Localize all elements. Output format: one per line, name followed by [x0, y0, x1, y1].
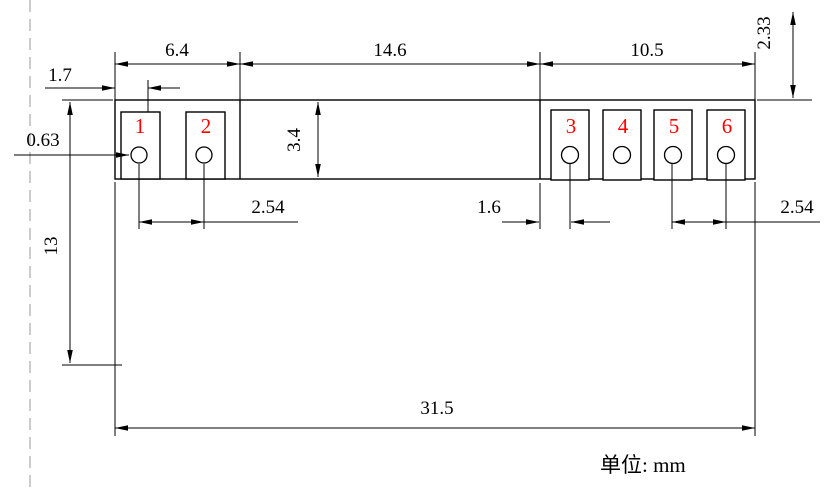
part-body — [114, 99, 756, 180]
pad-body — [185, 111, 226, 180]
dimension-value: 1.7 — [48, 65, 72, 86]
extension-lines — [62, 52, 812, 436]
dim-right-pad-pitch: 2.54 — [672, 197, 820, 225]
dim-middle-section-width: 14.6 — [240, 40, 540, 67]
part-outline — [114, 99, 756, 180]
pad-hole — [560, 145, 580, 165]
dim-right-edge-to-hole: 1.6 — [477, 197, 610, 225]
pad-number: 5 — [669, 114, 680, 138]
dim-body-height: 3.4 — [284, 102, 321, 177]
dim-left-pad-pitch: 2.54 — [139, 197, 298, 225]
dimension-value: 2.54 — [780, 197, 814, 218]
dim-right-section-width: 10.5 — [540, 40, 755, 67]
dim-total-height: 13 — [41, 102, 73, 363]
dimension-value: 10.5 — [630, 40, 663, 61]
dim-hole-diameter: 0.63 — [14, 130, 129, 158]
pad-3: 3 — [550, 109, 590, 181]
pad-number: 2 — [201, 114, 212, 138]
pad-5: 5 — [653, 109, 693, 181]
pad-body — [602, 109, 642, 181]
pad-4: 4 — [602, 109, 642, 181]
dimension-value: 1.6 — [477, 197, 501, 218]
dimension-value: 0.63 — [26, 130, 59, 151]
dimension-value: 3.4 — [284, 128, 305, 152]
pad-hole — [612, 145, 632, 165]
pad-number: 4 — [618, 114, 629, 138]
pad-hole — [195, 146, 213, 164]
dimension-value: 14.6 — [373, 40, 406, 61]
pad-hole — [716, 145, 736, 165]
pad-number: 3 — [566, 114, 577, 138]
dim-pad1-offset: 1.7 — [45, 65, 180, 91]
dimension-value: 13 — [41, 237, 62, 256]
pad-1: 1 — [120, 111, 161, 180]
pad-number: 1 — [135, 114, 146, 138]
unit-label: 单位: mm — [600, 453, 686, 477]
dim-left-section-width: 6.4 — [115, 40, 240, 67]
pad-hole — [130, 146, 148, 164]
pad-hole — [663, 145, 683, 165]
dimension-value: 2.33 — [754, 16, 775, 49]
dim-total-width: 31.5 — [115, 398, 755, 431]
dimension-value: 2.54 — [251, 197, 285, 218]
dimension-value: 31.5 — [420, 398, 453, 419]
pad-2: 2 — [185, 111, 226, 180]
dimension-value: 6.4 — [165, 40, 189, 61]
pad-body — [653, 109, 693, 181]
dim-top-clearance: 2.33 — [754, 12, 796, 98]
pad-body — [120, 111, 161, 180]
pad-number: 6 — [722, 114, 733, 138]
